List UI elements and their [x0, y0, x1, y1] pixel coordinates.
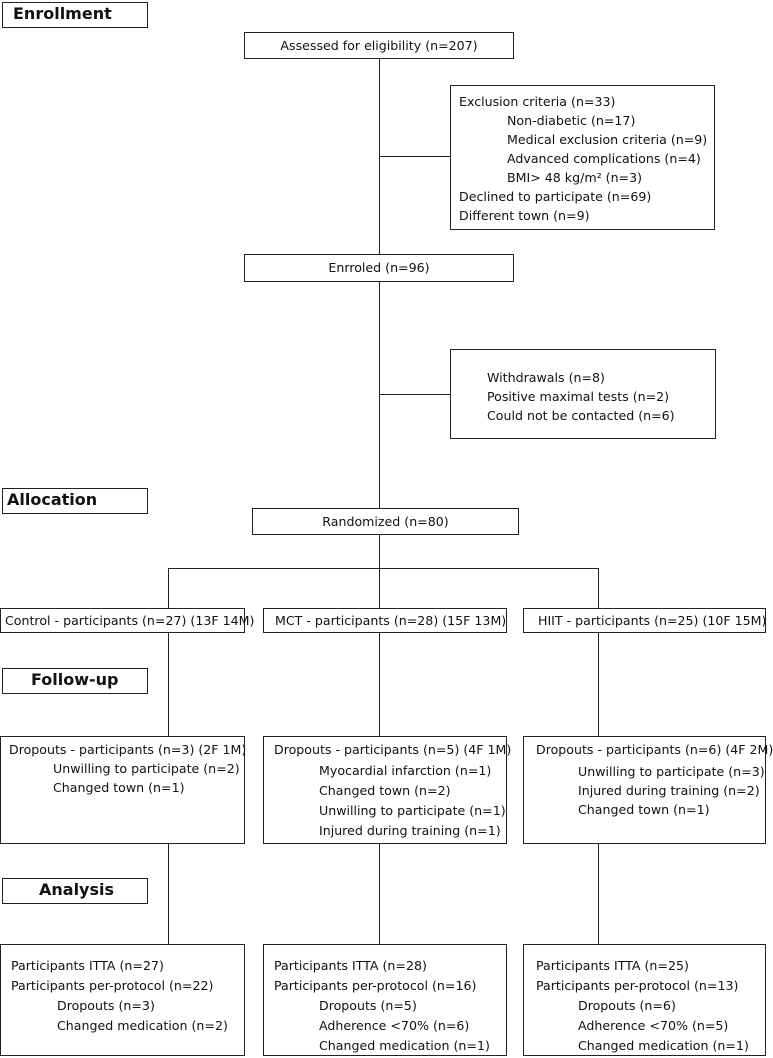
analysis-hiit-box: Participants ITTA (n=25) Participants pe…: [523, 944, 766, 1056]
dropouts-item: Changed town (n=2): [319, 783, 451, 798]
enrolled-box: Enrroled (n=96): [244, 254, 514, 282]
pp-item: Dropouts (n=3): [57, 998, 155, 1013]
group-control-label: Control - participants (n=27) (13F 14M): [5, 613, 255, 628]
enrolled-text: Enrroled (n=96): [328, 260, 430, 275]
stage-analysis-label: Analysis: [39, 880, 115, 899]
withdrawals-header: Withdrawals (n=8): [487, 370, 605, 385]
group-mct-label: MCT - participants (n=28) (15F 13M): [275, 613, 507, 628]
followup-hiit-box: Dropouts - participants (n=6) (4F 2M) Un…: [523, 736, 773, 844]
group-hiit-box: HIIT - participants (n=25) (10F 15M): [523, 608, 766, 633]
stage-enrollment-label: Enrollment: [13, 4, 112, 23]
assessed-text: Assessed for eligibility (n=207): [280, 38, 478, 53]
pp-text: Participants per-protocol (n=22): [11, 978, 214, 993]
exclusion-item: Medical exclusion criteria (n=9): [507, 132, 708, 147]
analysis-control-box: Participants ITTA (n=27) Participants pe…: [0, 944, 245, 1056]
exclusion-town: Different town (n=9): [459, 208, 590, 223]
stage-enrollment: Enrollment: [2, 2, 148, 28]
followup-mct-box: Dropouts - participants (n=5) (4F 1M) My…: [263, 736, 511, 844]
itta-text: Participants ITTA (n=28): [274, 958, 427, 973]
stage-allocation-label: Allocation: [7, 490, 98, 509]
withdrawals-box: Withdrawals (n=8) Positive maximal tests…: [450, 349, 716, 439]
dropouts-item: Unwilling to participate (n=3): [578, 764, 765, 779]
pp-item: Dropouts (n=6): [578, 998, 676, 1013]
group-control-box: Control - participants (n=27) (13F 14M): [0, 608, 254, 633]
exclusion-item: Advanced complications (n=4): [507, 151, 701, 166]
dropouts-item: Changed town (n=1): [578, 802, 710, 817]
dropouts-item: Injured during training (n=2): [578, 783, 760, 798]
stage-analysis: Analysis: [2, 878, 148, 904]
followup-control-box: Dropouts - participants (n=3) (2F 1M) Un…: [0, 736, 247, 844]
connector-col3-followup: [598, 632, 600, 736]
randomized-box: Randomized (n=80): [252, 508, 519, 535]
group-hiit-label: HIIT - participants (n=25) (10F 15M): [538, 613, 767, 628]
connector-left-down: [168, 568, 170, 608]
dropouts-item: Injured during training (n=1): [319, 823, 501, 838]
connector-exclusion-branch: [379, 156, 450, 158]
connector-horizontal-split: [168, 568, 599, 570]
exclusion-header: Exclusion criteria (n=33): [459, 94, 616, 109]
dropouts-header: Dropouts - participants (n=5) (4F 1M): [274, 742, 512, 757]
connector-col1-analysis: [168, 844, 170, 944]
exclusion-declined: Declined to participate (n=69): [459, 189, 652, 204]
assessed-box: Assessed for eligibility (n=207): [244, 32, 514, 59]
connector-col2-analysis: [379, 844, 381, 944]
withdrawals-item: Could not be contacted (n=6): [487, 408, 675, 423]
dropouts-item: Unwilling to participate (n=2): [53, 761, 240, 776]
pp-text: Participants per-protocol (n=13): [536, 978, 739, 993]
exclusion-item: Non-diabetic (n=17): [507, 113, 636, 128]
pp-item: Changed medication (n=2): [57, 1018, 228, 1033]
dropouts-item: Myocardial infarction (n=1): [319, 763, 492, 778]
dropouts-item: Unwilling to participate (n=1): [319, 803, 506, 818]
exclusion-item: BMI> 48 kg/m² (n=3): [507, 170, 643, 185]
pp-item: Adherence <70% (n=6): [319, 1018, 470, 1033]
pp-item: Changed medication (n=1): [578, 1038, 749, 1053]
pp-text: Participants per-protocol (n=16): [274, 978, 477, 993]
randomized-text: Randomized (n=80): [322, 514, 449, 529]
connector-withdrawals-branch: [379, 394, 450, 396]
pp-item: Changed medication (n=1): [319, 1038, 490, 1053]
connector-right-down: [598, 568, 600, 608]
withdrawals-item: Positive maximal tests (n=2): [487, 389, 670, 404]
stage-followup-label: Follow-up: [31, 670, 119, 689]
pp-item: Adherence <70% (n=5): [578, 1018, 729, 1033]
dropouts-item: Changed town (n=1): [53, 780, 185, 795]
dropouts-header: Dropouts - participants (n=3) (2F 1M): [9, 742, 247, 757]
stage-followup: Follow-up: [2, 668, 148, 694]
group-mct-box: MCT - participants (n=28) (15F 13M): [263, 608, 507, 633]
analysis-mct-box: Participants ITTA (n=28) Participants pe…: [263, 944, 507, 1056]
connector-col1-followup: [168, 632, 170, 736]
connector-col3-analysis: [598, 844, 600, 944]
pp-item: Dropouts (n=5): [319, 998, 417, 1013]
exclusion-box: Exclusion criteria (n=33) Non-diabetic (…: [450, 85, 715, 230]
dropouts-header: Dropouts - participants (n=6) (4F 2M): [536, 742, 773, 757]
connector-col2-followup: [379, 632, 381, 736]
stage-allocation: Allocation: [2, 488, 148, 514]
itta-text: Participants ITTA (n=25): [536, 958, 689, 973]
itta-text: Participants ITTA (n=27): [11, 958, 164, 973]
connector-randomized-down: [379, 534, 381, 608]
